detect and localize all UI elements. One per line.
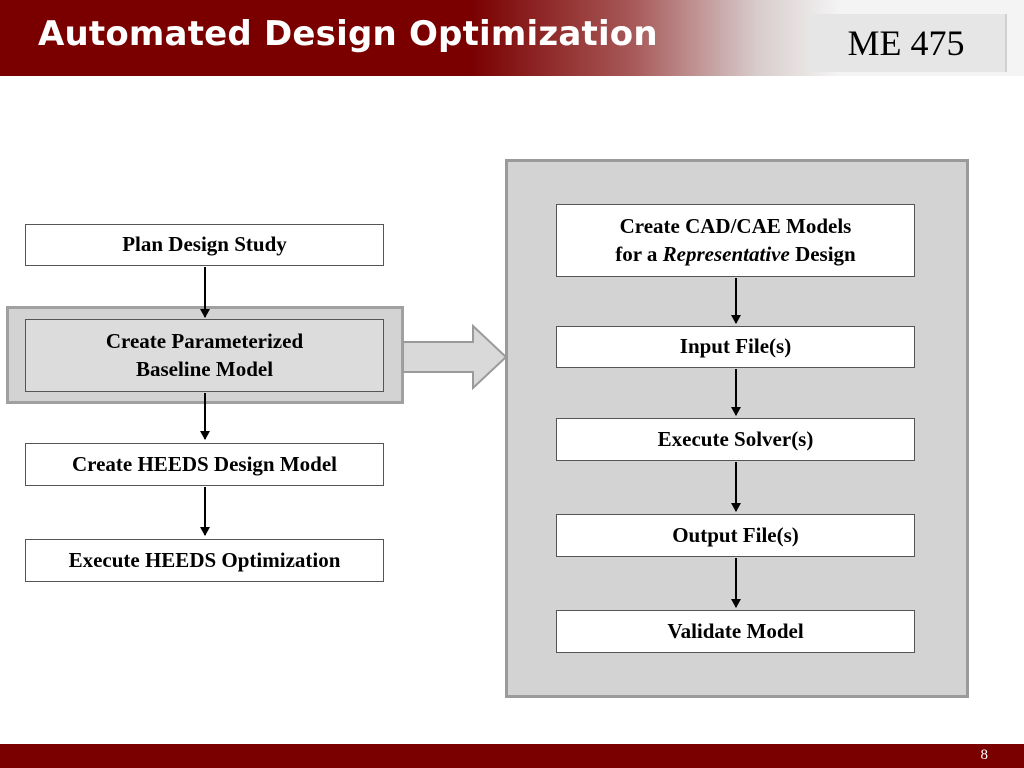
step-label: Create Parameterized Baseline Model (105, 329, 304, 381)
step-label: Create HEEDS Design Model (71, 451, 337, 476)
step-create-baseline-model: Create Parameterized Baseline Model (25, 319, 384, 392)
arrow-down-icon (731, 462, 741, 512)
arrow-down-icon (731, 278, 741, 324)
arrow-down-icon (731, 369, 741, 416)
arrow-down-icon (200, 487, 210, 536)
step-label-prefix: for a (615, 241, 663, 266)
step-create-cad-cae-models: Create CAD/CAE Models for a Representati… (556, 204, 915, 277)
step-validate-model: Validate Model (556, 610, 915, 653)
step-plan-design-study: Plan Design Study (25, 224, 384, 266)
step-label: Execute Solver(s) (657, 426, 814, 451)
step-label-emphasis: Representative (662, 241, 790, 266)
arrow-down-icon (731, 558, 741, 608)
arrow-down-icon (200, 393, 210, 440)
step-execute-heeds-optimization: Execute HEEDS Optimization (25, 539, 384, 582)
step-label: Validate Model (667, 618, 804, 643)
step-output-files: Output File(s) (556, 514, 915, 557)
step-label-line1: Create CAD/CAE Models (619, 214, 852, 239)
step-input-files: Input File(s) (556, 326, 915, 368)
footer-bar: 8 (0, 744, 1024, 768)
page-number: 8 (980, 747, 989, 763)
step-label: Execute HEEDS Optimization (68, 547, 341, 572)
step-label: Plan Design Study (122, 232, 287, 257)
step-execute-solvers: Execute Solver(s) (556, 418, 915, 461)
course-label: ME 475 (847, 23, 965, 63)
arrow-down-icon (200, 267, 210, 318)
block-arrow-right-icon (403, 324, 508, 390)
course-badge: ME 475 (807, 14, 1007, 72)
slide-title: Automated Design Optimization (38, 14, 658, 54)
step-create-heeds-design-model: Create HEEDS Design Model (25, 443, 384, 486)
step-label-suffix: Design (789, 241, 856, 266)
step-label: Output File(s) (672, 522, 799, 547)
step-label: Input File(s) (679, 334, 792, 359)
header-banner: Automated Design Optimization ME 475 (0, 0, 1024, 76)
